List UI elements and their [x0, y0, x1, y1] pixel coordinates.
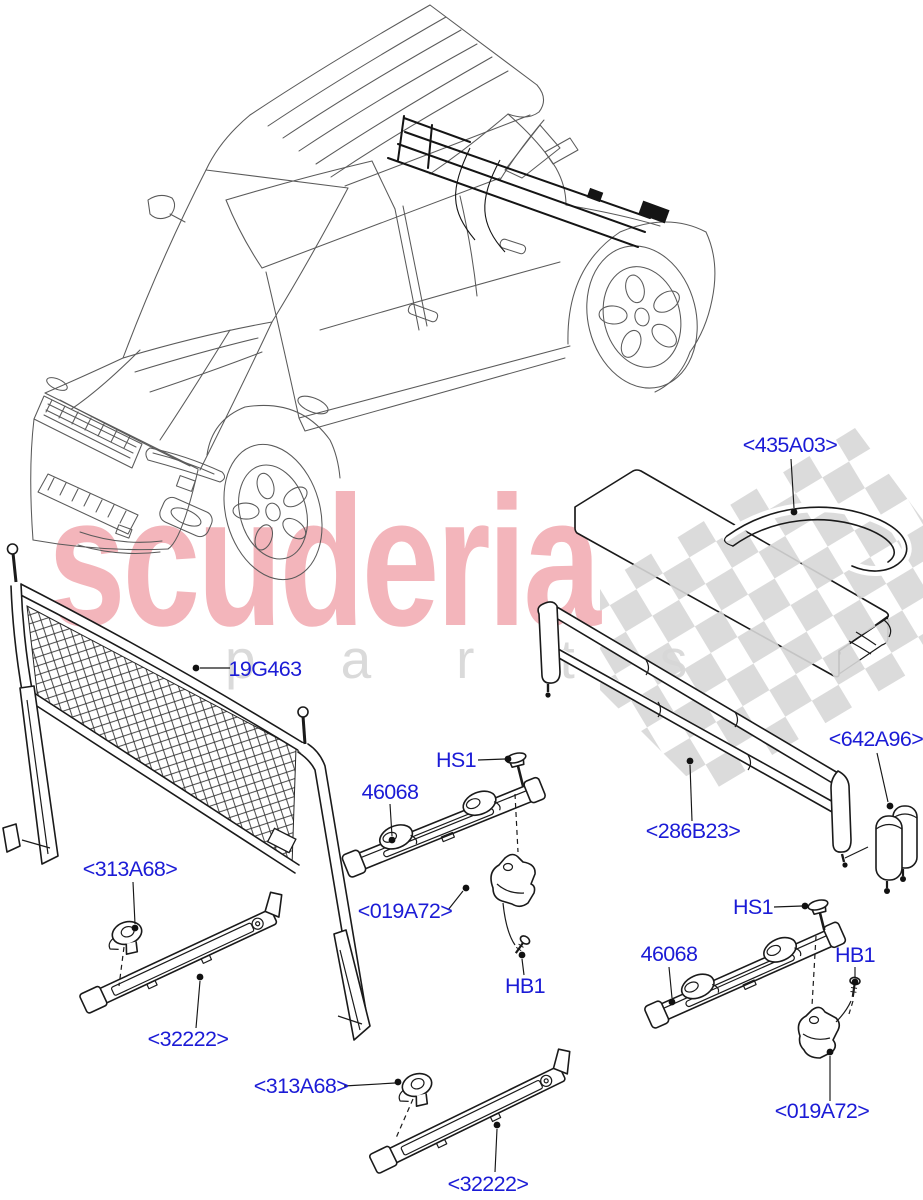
rail-46068-a [341, 776, 546, 878]
stowed-partition-assembly [387, 115, 670, 253]
bolt-HB1-a [514, 935, 531, 954]
part-labels: <435A03> 19G463 HS1 46068 <019A72> HB1 H… [83, 433, 923, 1196]
rail-32222-b [369, 1048, 571, 1174]
vehicle-line-drawing [30, 4, 716, 581]
cover-bag-details [722, 502, 912, 655]
part-label-019A72-a[interactable]: <019A72> [358, 899, 453, 923]
part-label-642A96[interactable]: <642A96> [829, 727, 923, 751]
watermark-brand-text: scuderia [48, 459, 603, 665]
part-label-46068-b[interactable]: 46068 [641, 942, 699, 966]
part-label-HS1-a[interactable]: HS1 [436, 748, 477, 772]
part-label-286B23[interactable]: <286B23> [646, 819, 741, 843]
part-label-32222-b[interactable]: <32222> [448, 1172, 529, 1196]
assembly-dashed-lines [118, 793, 854, 1139]
part-label-HB1-a[interactable]: HB1 [505, 974, 546, 998]
screw-HS1-b [807, 899, 829, 931]
part-label-HB1-b[interactable]: HB1 [835, 943, 876, 967]
part-label-19G463[interactable]: 19G463 [229, 657, 303, 681]
rear-wheel [586, 245, 698, 389]
part-label-32222-a[interactable]: <32222> [148, 1027, 229, 1051]
part-label-435A03[interactable]: <435A03> [743, 433, 838, 457]
clip-313A68-b [398, 1072, 433, 1107]
part-label-313A68-a[interactable]: <313A68> [83, 857, 178, 881]
struts-642A96 [875, 805, 918, 894]
watermark-checkered-flag [600, 428, 923, 795]
front-wheel [223, 443, 323, 581]
partition-frame-286B23 [537, 601, 869, 868]
bracket-019A72-a [490, 853, 536, 946]
part-label-019A72-b[interactable]: <019A72> [775, 1099, 870, 1123]
cargo-net-partition-19G463 [2, 543, 371, 1041]
part-label-313A68-b[interactable]: <313A68> [254, 1074, 349, 1098]
bracket-019A72-b [797, 1000, 852, 1059]
part-label-46068-a[interactable]: 46068 [362, 780, 420, 804]
rail-32222-a [79, 891, 283, 1014]
screw-HS1-a [505, 752, 527, 788]
rail-46068-b [644, 921, 847, 1029]
part-label-HS1-b[interactable]: HS1 [733, 895, 774, 919]
clip-313A68-a [108, 920, 143, 955]
